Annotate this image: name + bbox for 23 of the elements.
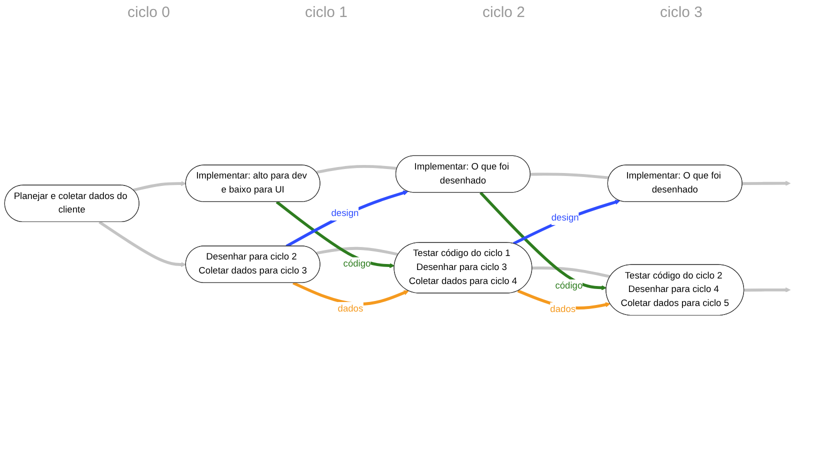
connector bbox=[530, 172, 610, 180]
arrow bbox=[512, 200, 620, 245]
connector bbox=[316, 246, 399, 256]
edge-label: design bbox=[331, 208, 359, 218]
arrow bbox=[286, 190, 408, 248]
arrow bbox=[132, 180, 186, 192]
edge-label: design bbox=[551, 212, 579, 223]
arrow bbox=[292, 282, 409, 306]
edge-label: código bbox=[343, 258, 371, 269]
cycle-label: ciclo 1 bbox=[304, 4, 348, 21]
arrow bbox=[742, 180, 791, 186]
edge-label: código bbox=[555, 281, 583, 291]
connector bbox=[532, 266, 610, 278]
cycle-label: ciclo 0 bbox=[127, 4, 170, 21]
arrow bbox=[744, 287, 791, 292]
arrow bbox=[98, 220, 186, 267]
arrow bbox=[276, 200, 395, 268]
connector bbox=[316, 164, 398, 174]
edge-label: dados bbox=[338, 304, 364, 314]
cycle-label: ciclo 2 bbox=[482, 4, 526, 21]
arrow bbox=[480, 192, 607, 290]
edge-label: dados bbox=[550, 304, 576, 314]
cycle-label: ciclo 3 bbox=[660, 4, 703, 21]
